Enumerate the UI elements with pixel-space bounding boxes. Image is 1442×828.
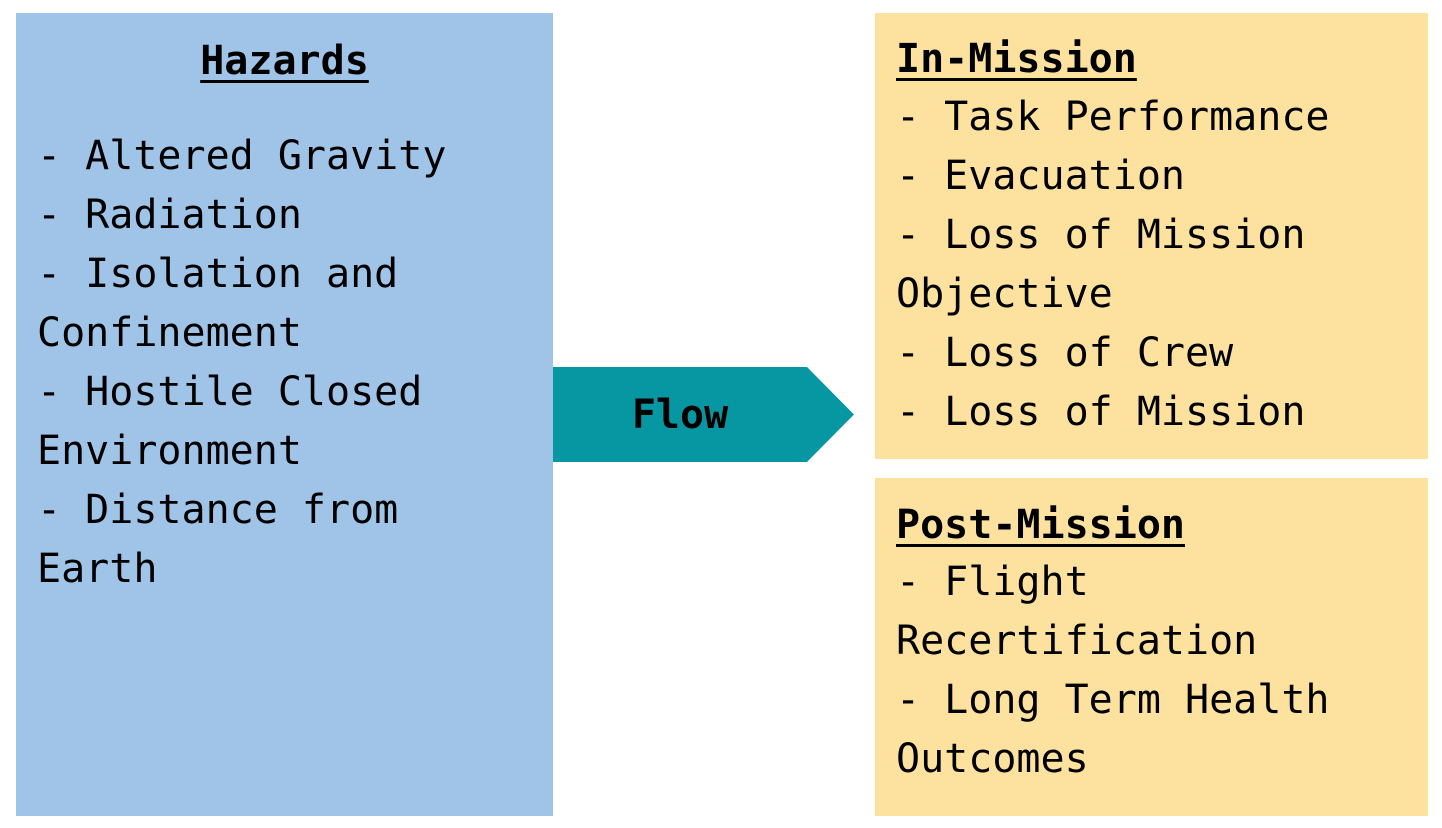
hazard-item-radiation: - Radiation: [37, 192, 302, 238]
flow-arrow-shape: [553, 367, 854, 462]
hazard-item-hostile-closed: - Hostile Closed: [37, 369, 423, 415]
in-mission-item-evacuation: - Evacuation: [896, 153, 1185, 199]
in-mission-list: - Task Performance - Evacuation - Loss o…: [896, 88, 1329, 442]
in-mission-item-loss-of-mission-objective: - Loss of Mission: [896, 212, 1306, 258]
hazard-item-distance: - Distance from: [37, 487, 399, 533]
in-mission-item-task-performance: - Task Performance: [896, 94, 1330, 140]
hazards-box: Hazards - Altered Gravity - Radiation - …: [16, 13, 553, 816]
hazard-item-altered-gravity: - Altered Gravity: [37, 133, 447, 179]
hazard-item-earth: Earth: [37, 546, 158, 592]
hazard-item-isolation: - Isolation and: [37, 251, 399, 297]
hazards-list: - Altered Gravity - Radiation - Isolatio…: [37, 127, 446, 599]
hazards-title: Hazards: [200, 38, 369, 84]
hazard-item-confinement: Confinement: [37, 310, 302, 356]
in-mission-box: In-Mission - Task Performance - Evacuati…: [875, 13, 1428, 459]
post-mission-box: Post-Mission - Flight Recertification - …: [875, 478, 1428, 816]
in-mission-item-objective: Objective: [896, 271, 1113, 317]
in-mission-item-loss-of-mission: - Loss of Mission: [896, 389, 1306, 435]
post-mission-item-recertification: Recertification: [896, 618, 1258, 664]
post-mission-item-flight: - Flight: [896, 559, 1089, 605]
flow-label: Flow: [631, 391, 729, 438]
post-mission-item-long-term-health: - Long Term Health: [896, 677, 1330, 723]
flow-arrow: [553, 367, 854, 462]
post-mission-item-outcomes: Outcomes: [896, 736, 1089, 782]
hazard-item-environment: Environment: [37, 428, 302, 474]
post-mission-title: Post-Mission: [896, 502, 1185, 548]
in-mission-item-loss-of-crew: - Loss of Crew: [896, 330, 1234, 376]
in-mission-title: In-Mission: [896, 36, 1137, 82]
post-mission-list: - Flight Recertification - Long Term Hea…: [896, 553, 1329, 789]
